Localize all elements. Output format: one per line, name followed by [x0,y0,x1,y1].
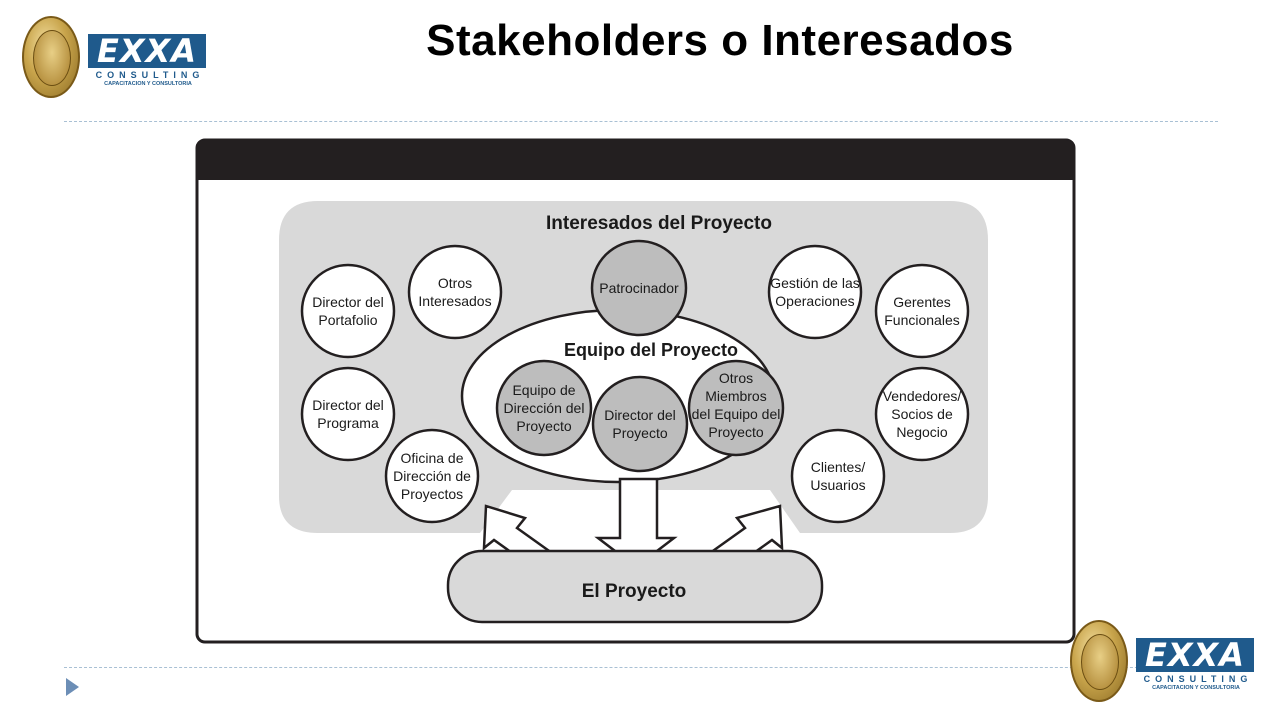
node-label-line: Director del [312,397,384,413]
node-label-line: Proyectos [401,486,463,502]
node-label-line: Director del [604,407,676,423]
node-label-line: Negocio [896,424,948,440]
node-label-line: del Equipo del [692,406,781,422]
logo-tagline: CONSULTING [1143,674,1253,684]
figure-header-bar [197,140,1074,179]
node-management-team [495,359,593,457]
node-label-customers: Clientes/Usuarios [810,459,865,493]
node-label-line: Usuarios [810,477,865,493]
node-label-line: Portafolio [318,312,377,328]
page-title: Stakeholders o Interesados [426,16,1014,65]
node-label-line: Proyecto [612,425,667,441]
node-vendors [874,366,970,462]
node-other-team-members [687,359,785,457]
node-pmo [384,428,480,524]
node-label-line: Dirección de [393,468,471,484]
node-label-line: Operaciones [775,293,854,309]
label-project: El Proyecto [582,581,687,602]
node-sponsor [590,239,688,337]
node-label-line: Socios de [891,406,953,422]
node-label-line: Gestión de las [770,275,860,291]
logo-tagline: CONSULTING [95,70,205,80]
university-seal-icon [22,16,80,98]
node-label-line: Otros [438,275,472,291]
node-label-line: Clientes/ [811,459,866,475]
node-label-line: Proyecto [708,424,763,440]
next-slide-arrow-icon [66,678,79,696]
label-project-team: Equipo del Proyecto [564,340,738,360]
node-label-line: Director del [312,294,384,310]
node-label-line: Dirección del [504,400,585,416]
node-label-line: Miembros [705,388,766,404]
node-label-line: Patrocinador [599,280,679,296]
divider-bottom [64,667,1218,668]
label-stakeholders: Interesados del Proyecto [546,213,772,234]
node-project-manager [591,375,689,473]
node-label-line: Gerentes [893,294,951,310]
node-portfolio-director [300,263,396,359]
logo-brand: EXXA [88,34,206,68]
node-program-director [300,366,396,462]
divider-top [64,121,1218,122]
node-label-line: Oficina de [400,450,463,466]
node-label-line: Otros [719,370,753,386]
node-label-line: Vendedores/ [883,388,962,404]
university-seal-icon [1070,620,1128,702]
node-label-line: Interesados [418,293,491,309]
node-label-vendors: Vendedores/Socios de Negocio [883,388,962,440]
node-customers [790,428,886,524]
logo-brand: EXXA [1136,638,1254,672]
node-label-line: Programa [317,415,379,431]
node-label-pmo: Oficina de Dirección de Proyectos [393,450,471,502]
logo-subtitle: CAPACITACION Y CONSULTORIA [1152,685,1240,691]
node-label-sponsor: Patrocinador [599,280,679,296]
node-label-line: Equipo de [512,382,575,398]
node-label-line: Funcionales [884,312,960,328]
logo-subtitle: CAPACITACION Y CONSULTORIA [104,81,192,87]
node-other-stakeholders [407,244,503,340]
node-label-line: Proyecto [516,418,571,434]
node-operations-management [767,244,863,340]
node-functional-managers [874,263,970,359]
project-box [446,549,824,624]
